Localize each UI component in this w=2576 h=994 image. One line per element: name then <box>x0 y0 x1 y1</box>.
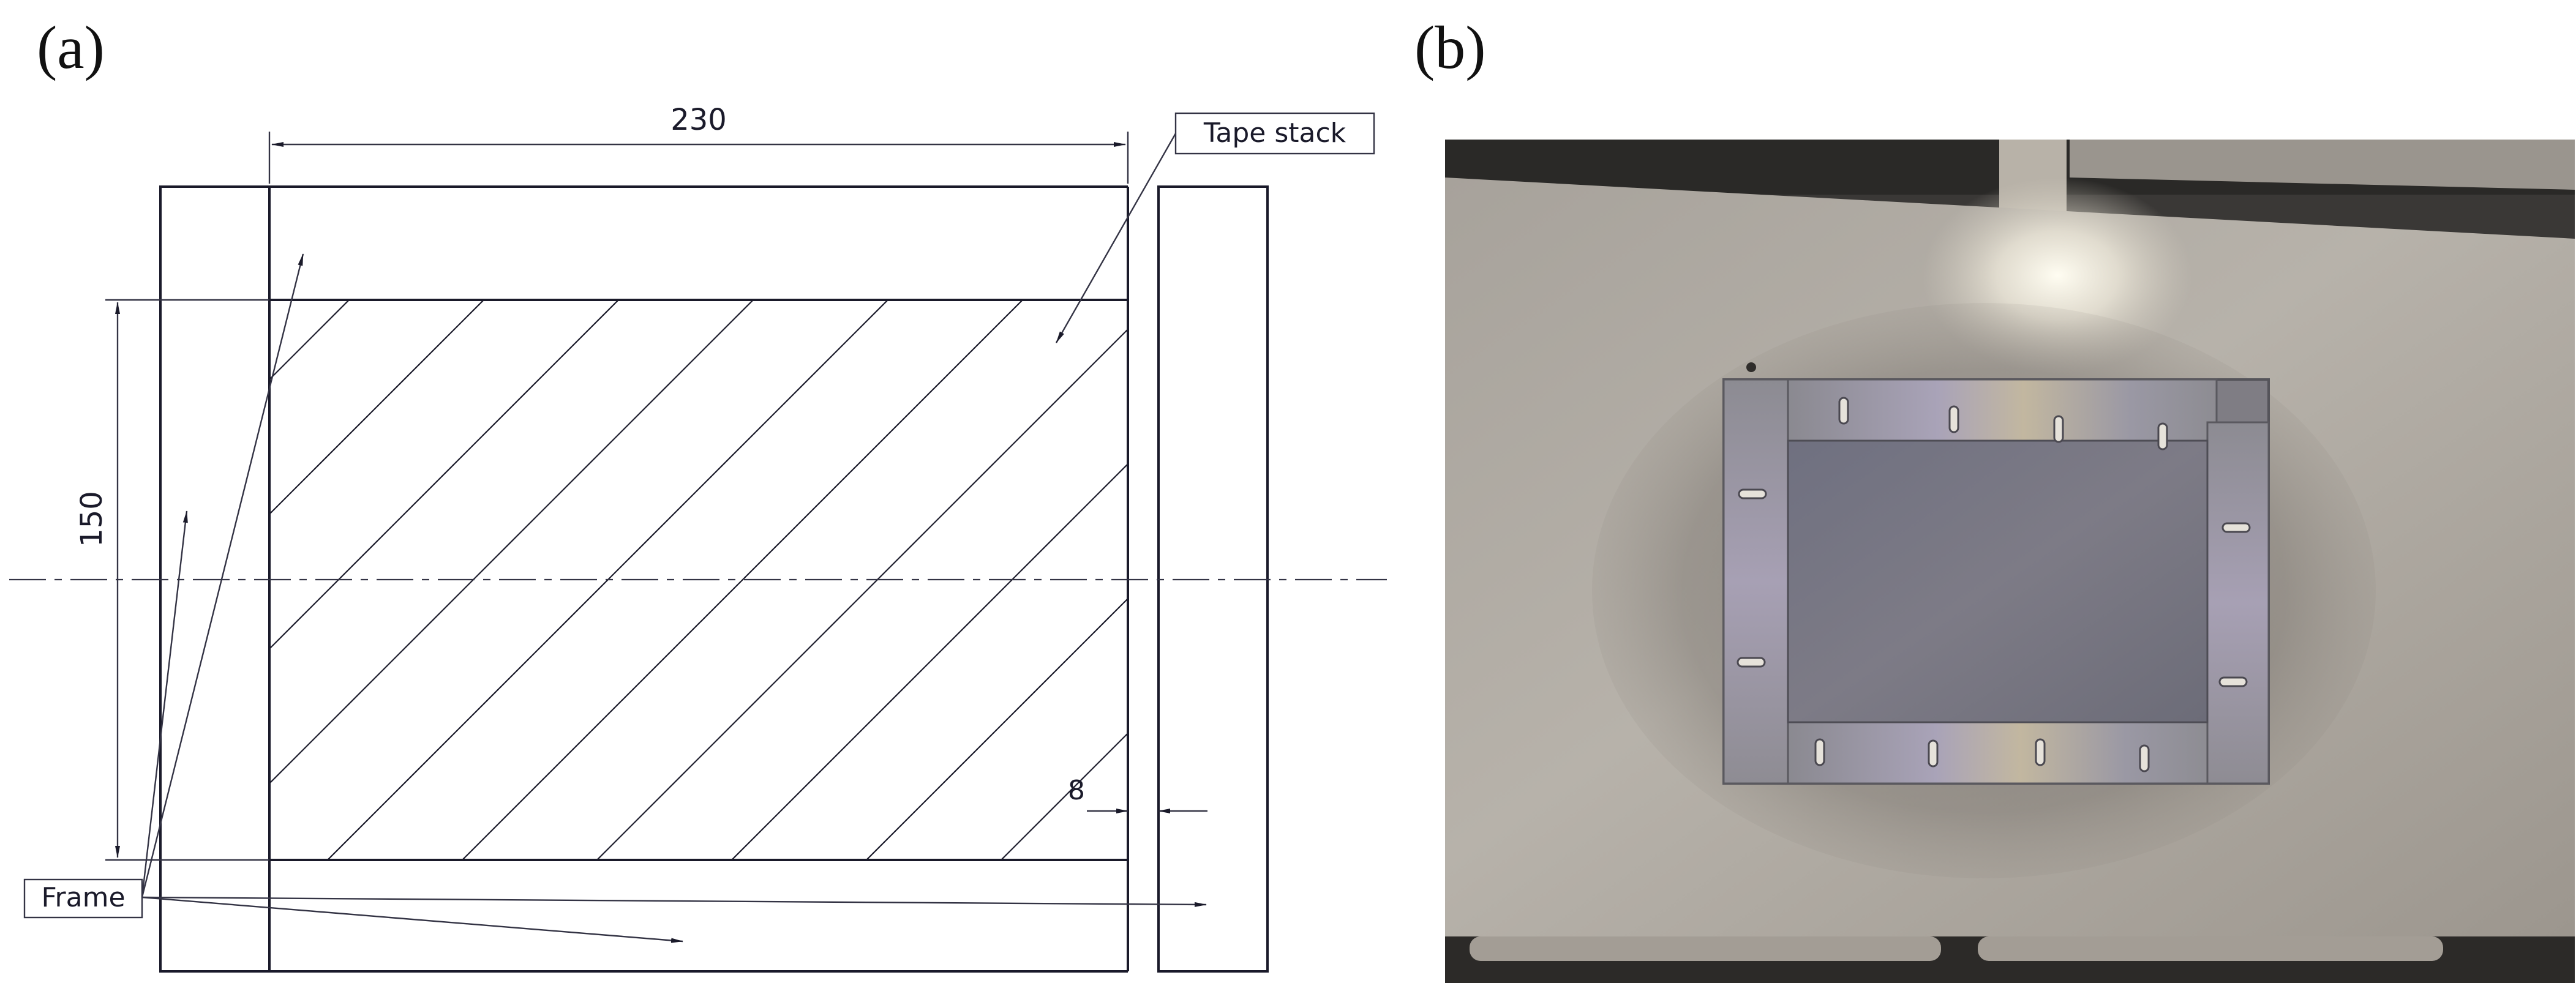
callout-tape-stack-leader <box>1055 133 1177 343</box>
dim-150-label: 150 <box>75 491 109 547</box>
panel-label-a: (a) <box>37 13 105 81</box>
callout-frame-leaders <box>141 253 1207 943</box>
panel-label-b: (b) <box>1414 13 1486 81</box>
callout-tape-stack-box <box>1174 112 1375 155</box>
callout-frame-box <box>23 878 143 919</box>
callout-frame-label: Frame <box>41 882 125 913</box>
tape-stack-hatching <box>269 300 1128 860</box>
bottom-slot-right <box>1978 936 2443 961</box>
photo-panel <box>1445 140 2575 983</box>
dim-230-label: 230 <box>670 103 727 137</box>
bottom-slot-left <box>1470 936 1941 961</box>
weld-spots <box>1737 397 2251 772</box>
frame-strip-left <box>1722 378 1789 785</box>
callout-tape-stack-label: Tape stack <box>1203 118 1346 149</box>
tape-stack-sample <box>1787 439 2209 723</box>
frame-strip-right <box>2206 421 2270 785</box>
frame-strip-top <box>1787 378 2218 442</box>
technical-drawing: 230 150 8 Tape stack Frame <box>9 103 1387 973</box>
top-rail <box>2070 140 2575 190</box>
dim-8-label: 8 <box>1068 775 1085 806</box>
plate-hole <box>1746 362 1756 372</box>
welded-frame <box>1722 378 2270 785</box>
